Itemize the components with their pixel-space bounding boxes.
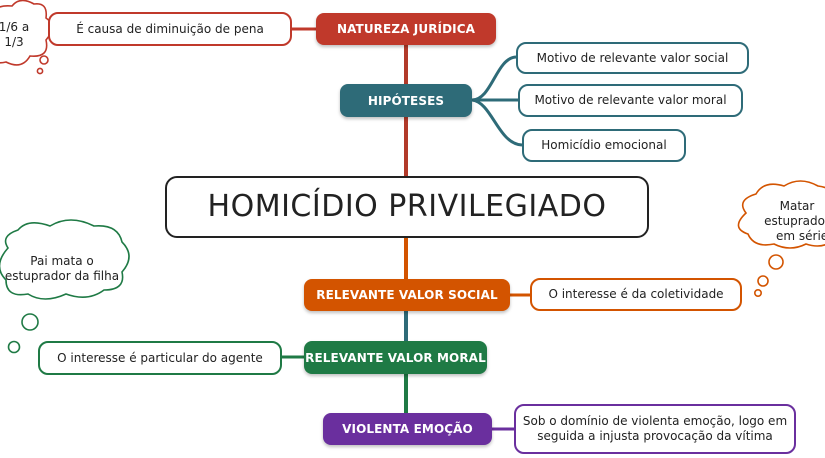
moral-branch-node: RELEVANTE VALOR MORAL — [304, 341, 487, 374]
hipoteses-branch-node: HIPÓTESES — [340, 84, 472, 117]
hipotese-item-moral: Motivo de relevante valor moral — [518, 84, 743, 117]
cloud-social-example — [737, 180, 825, 297]
natureza-branch-node: NATUREZA JURÍDICA — [316, 13, 496, 45]
moral-detail-box: O interesse é particular do agente — [38, 341, 282, 375]
hipoteses-connector-3 — [471, 98, 523, 147]
emocao-detail-box: Sob o domínio de violenta emoção, logo e… — [514, 404, 796, 454]
central-title-box: HOMICÍDIO PRIVILEGIADO — [165, 176, 649, 238]
emocao-branch-node: VIOLENTA EMOÇÃO — [323, 413, 492, 445]
cloud-social-example-text: Matar estuprador em série — [752, 199, 825, 243]
cloud-moral-example — [0, 219, 130, 354]
cloud-moral-line-2: estuprador da filha — [4, 269, 120, 283]
emocao-detail-line-1: Sob o domínio de violenta emoção, logo e… — [522, 414, 788, 428]
cloud-moral-line-1: Pai mata o — [30, 254, 94, 268]
social-branch-node: RELEVANTE VALOR SOCIAL — [304, 279, 510, 311]
hipotese-item-social: Motivo de relevante valor social — [516, 42, 749, 74]
hipotese-item-emocional: Homicídio emocional — [522, 129, 686, 162]
social-detail-box: O interesse é da coletividade — [530, 278, 742, 311]
cloud-social-line-2: em série — [776, 228, 825, 243]
cloud-moral-example-text: Pai mata o estuprador da filha — [0, 252, 124, 286]
emocao-detail-line-2: seguida a injusta provocação da vítima — [537, 429, 773, 443]
natureza-detail-box: É causa de diminuição de pena — [48, 12, 292, 46]
hipoteses-connector-1 — [471, 55, 517, 102]
cloud-fraction-text: 1/6 a 1/3 — [0, 20, 30, 49]
cloud-social-line-1: Matar estuprador — [764, 198, 825, 228]
